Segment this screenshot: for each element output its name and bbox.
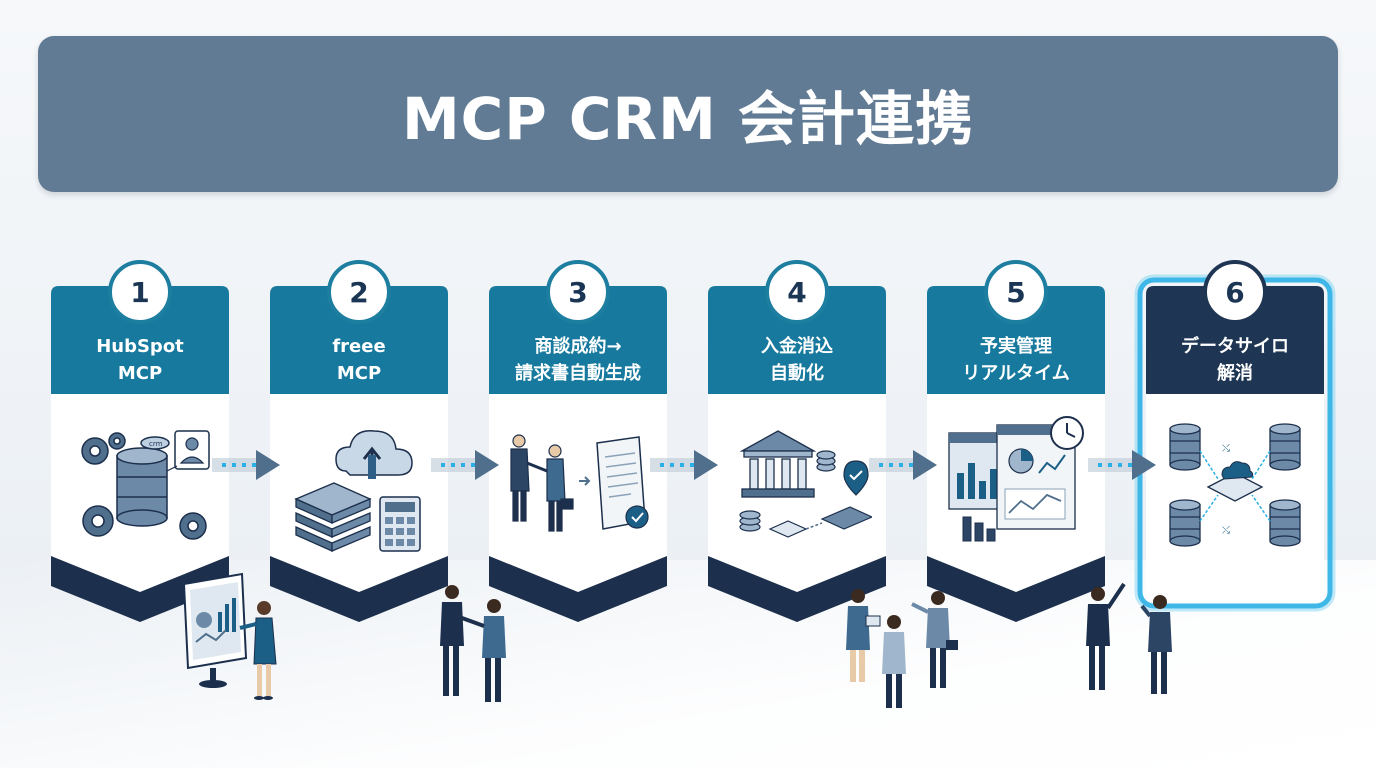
step-4-label-line2: 自動化 xyxy=(770,363,824,384)
flow-arrow-4-5-icon xyxy=(869,450,937,480)
step-5-label-line2: リアルタイム xyxy=(962,363,1070,384)
cloud-accounting-icon xyxy=(294,430,421,553)
step-1-label-line1: HubSpot xyxy=(96,336,184,357)
step-3-card: 3 商談成約→ 請求書自動生成 xyxy=(489,260,667,622)
flow-arrow-5-6-icon xyxy=(1088,450,1156,480)
step-3-label: 商談成約→ 請求書自動生成 xyxy=(489,324,667,396)
step-2-label-line2: MCP xyxy=(336,363,382,384)
flow-arrow-2-3-icon xyxy=(431,450,499,480)
step-4-number-badge: 4 xyxy=(765,260,829,324)
crm-database-gears-icon: crm xyxy=(81,430,210,540)
handshake-people-illustration xyxy=(440,585,506,702)
step-5-number-badge: 5 xyxy=(984,260,1048,324)
presenter-with-screen-illustration xyxy=(182,572,277,700)
step-3-number-badge: 3 xyxy=(546,260,610,324)
step-2-card: 2 freee MCP xyxy=(270,260,448,622)
step-4-card: 4 入金消込 自動化 xyxy=(708,260,886,622)
step-5-label: 予実管理 リアルタイム xyxy=(927,324,1105,396)
celebrating-people-illustration xyxy=(1086,582,1172,694)
step-1-label-line2: MCP xyxy=(117,363,163,384)
svg-text:crm: crm xyxy=(149,440,163,448)
title-banner: MCP CRM 会計連携 xyxy=(38,36,1338,192)
database-sync-icon: ⤯⤯ xyxy=(1169,423,1301,547)
step-4-label: 入金消込 自動化 xyxy=(708,324,886,396)
step-2-number-badge: 2 xyxy=(327,260,391,324)
step-2-label-line1: freee xyxy=(332,336,386,357)
step-6-label-line2: 解消 xyxy=(1217,363,1253,384)
step-4-label-line1: 入金消込 xyxy=(761,336,833,357)
step-6-number-badge: 6 xyxy=(1203,260,1267,324)
step-6-card: 6 データサイロ 解消 xyxy=(1134,260,1336,622)
step-3-label-line1: 商談成約→ xyxy=(534,336,622,357)
step-6-label-line1: データサイロ xyxy=(1181,336,1289,357)
team-discussion-illustration xyxy=(846,589,958,708)
step-1-card: 1 HubSpot MCP crm xyxy=(51,260,229,622)
svg-text:⤯: ⤯ xyxy=(1222,443,1230,454)
step-3-label-line2: 請求書自動生成 xyxy=(515,363,641,384)
flow-arrow-1-2-icon xyxy=(212,450,280,480)
step-2-label: freee MCP xyxy=(270,324,448,396)
step-5-card: 5 予実管理 リアルタイム xyxy=(927,260,1105,622)
step-5-label-line1: 予実管理 xyxy=(980,336,1052,357)
bank-payment-icon xyxy=(739,430,872,538)
deal-invoice-icon xyxy=(510,434,649,532)
flow-arrow-3-4-icon xyxy=(650,450,718,480)
svg-text:⤯: ⤯ xyxy=(1222,525,1230,536)
page-title: MCP CRM 会計連携 xyxy=(401,85,975,153)
step-1-label: HubSpot MCP xyxy=(51,324,229,396)
step-1-number-badge: 1 xyxy=(108,260,172,324)
step-6-label: データサイロ 解消 xyxy=(1146,324,1324,396)
dashboard-clock-icon xyxy=(948,416,1084,542)
